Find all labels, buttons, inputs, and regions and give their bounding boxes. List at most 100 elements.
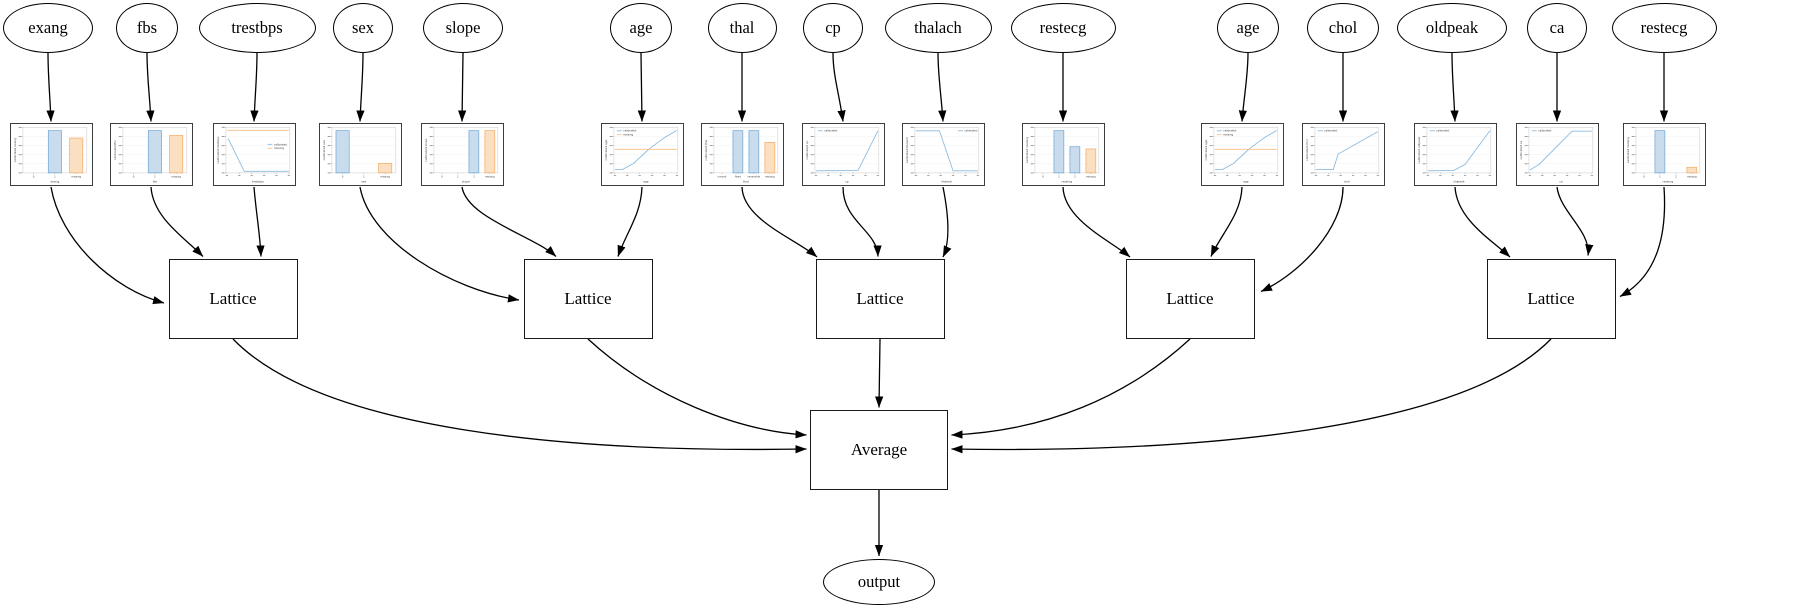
- x-tick-label: [1351, 175, 1354, 176]
- y-tick-label: [709, 136, 713, 137]
- x-axis-label: slope: [462, 180, 470, 184]
- edge: [1450, 52, 1459, 122]
- x-tick-label: 1: [363, 175, 365, 179]
- edge: [356, 52, 365, 122]
- feature-label: trestbps: [231, 18, 283, 37]
- edge: [937, 52, 947, 122]
- y-tick-label: [1030, 172, 1034, 174]
- legend-label: calibrated: [273, 142, 286, 146]
- y-tick-label: [1524, 126, 1528, 128]
- feature-label: restecg: [1640, 18, 1688, 37]
- x-tick-label: [1463, 175, 1466, 176]
- calibration-bar: [732, 130, 743, 174]
- x-tick-label: [951, 175, 954, 176]
- x-axis-label: oldpeak: [1453, 180, 1465, 184]
- edge: [1454, 186, 1511, 258]
- x-tick-label: 0: [341, 175, 343, 179]
- x-tick-label: [1451, 175, 1454, 176]
- average-node: Average: [810, 410, 948, 490]
- feature-label: slope: [445, 18, 481, 37]
- calibration-line-calibrated: [614, 129, 677, 170]
- plot-frame: [1314, 127, 1379, 174]
- x-tick-label: [1475, 175, 1479, 176]
- y-tick-label: [221, 172, 225, 174]
- x-tick-label: [1213, 175, 1216, 176]
- x-tick-label: [613, 175, 616, 176]
- y-tick-label: [327, 163, 331, 165]
- edge: [741, 186, 818, 258]
- y-tick-label: [1631, 145, 1635, 147]
- feature-node-slope: slope: [423, 3, 503, 53]
- x-axis-label: sex: [361, 180, 366, 184]
- x-tick-label: 2: [1074, 175, 1076, 179]
- x-axis-label: restecg: [1662, 180, 1673, 184]
- x-tick-label: [638, 175, 641, 176]
- x-tick-label: missing: [171, 175, 181, 179]
- feature-node-exang: exang: [3, 3, 93, 53]
- feature-node-restecg: restecg: [1010, 3, 1116, 53]
- x-tick-label: [1250, 175, 1253, 176]
- calibration-line-calibrated: [1315, 131, 1378, 170]
- y-tick-label: [709, 163, 713, 165]
- feature-label: sex: [352, 18, 374, 37]
- y-tick-label: [18, 163, 22, 165]
- x-tick-label: [274, 175, 278, 176]
- edge: [250, 52, 259, 122]
- x-tick-label: [1426, 175, 1429, 176]
- edge: [951, 338, 1552, 454]
- calibration-line-calibrated: [1214, 129, 1277, 170]
- legend-label: calibrated: [623, 129, 636, 133]
- x-axis-label: ca: [1559, 180, 1563, 184]
- y-tick-label: [1310, 145, 1314, 147]
- x-tick-label: 1: [54, 175, 56, 179]
- feature-label: ca: [1549, 18, 1565, 37]
- x-tick-label: [976, 175, 979, 176]
- y-axis-label: calibrated chol: [1305, 139, 1309, 161]
- feature-node-sex: sex: [333, 3, 393, 53]
- edge: [359, 186, 520, 303]
- y-tick-label: [1631, 172, 1635, 174]
- y-tick-label: [1631, 163, 1635, 165]
- y-tick-label: [1209, 172, 1213, 174]
- y-tick-label: [709, 154, 713, 156]
- x-tick-label: [237, 175, 240, 176]
- y-tick-label: [1524, 163, 1528, 165]
- lattice-label: Lattice: [1527, 289, 1575, 308]
- y-tick-label: [429, 154, 433, 156]
- edge: [1619, 186, 1666, 298]
- y-tick-label: [118, 172, 122, 174]
- y-tick-label: [910, 172, 914, 174]
- calibration-bar: [147, 130, 162, 174]
- y-tick-label: [118, 126, 122, 128]
- edge: [232, 338, 807, 454]
- edge: [951, 338, 1191, 439]
- legend-label: missing: [623, 133, 633, 137]
- x-tick-label: [262, 175, 265, 176]
- lattice-node-5: Lattice: [1486, 259, 1616, 339]
- edge: [253, 186, 265, 257]
- x-tick-label: missing: [71, 175, 81, 179]
- lattice-node-2: Lattice: [523, 259, 653, 339]
- y-tick-label: [429, 126, 433, 128]
- x-tick-label: 1: [1058, 175, 1060, 179]
- y-tick-label: [1524, 172, 1528, 174]
- y-tick-label: [1209, 163, 1213, 165]
- y-tick-label: [118, 145, 122, 147]
- x-tick-label: [926, 175, 929, 176]
- edge: [1260, 186, 1344, 293]
- y-tick-label: [1422, 145, 1426, 147]
- edge: [832, 52, 846, 122]
- feature-label: age: [629, 18, 653, 37]
